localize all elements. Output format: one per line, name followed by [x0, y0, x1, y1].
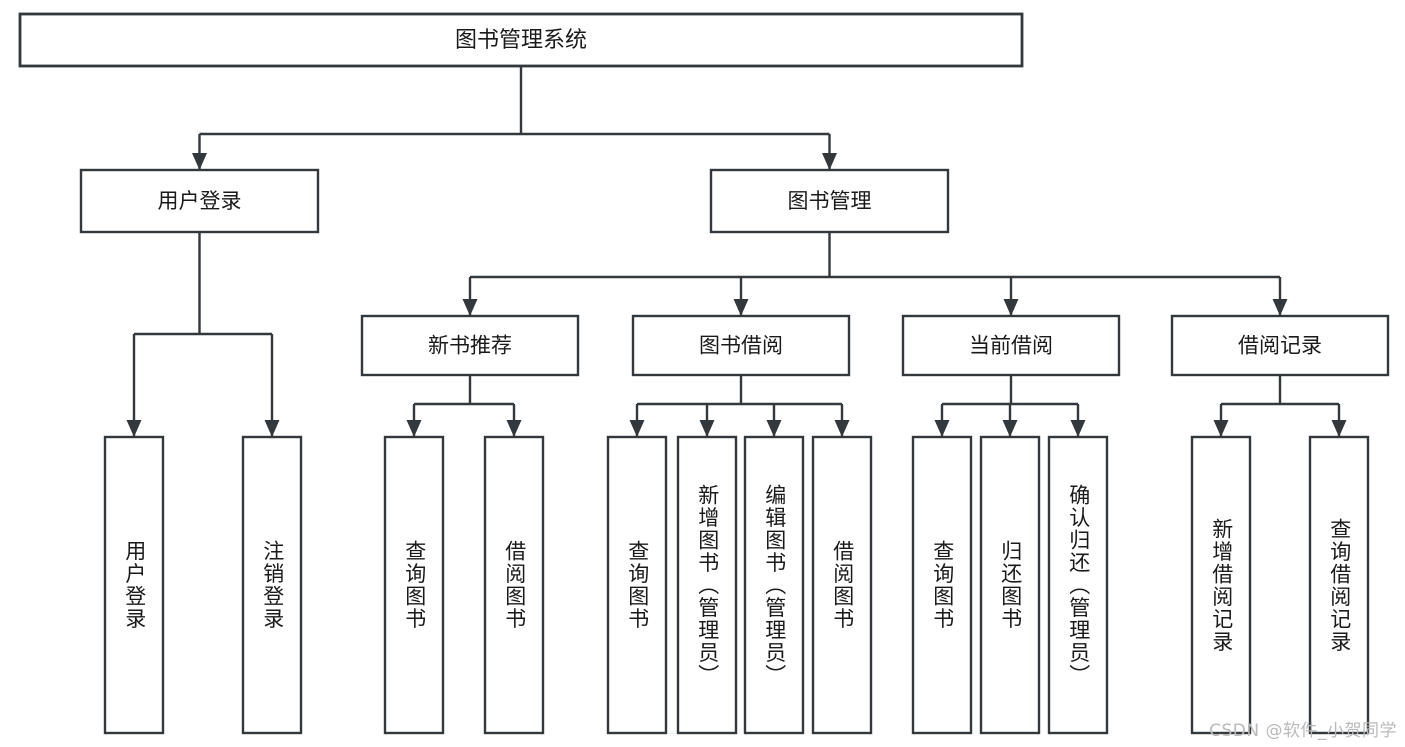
arrow-head-icon — [1213, 420, 1229, 437]
node-box-leaf-query-book-1[interactable] — [383, 435, 445, 735]
watermark: CSDN @软件_小贺同学 — [1209, 721, 1397, 741]
node-box-book-borrow[interactable] — [631, 314, 851, 377]
arrow-head-icon — [766, 420, 782, 437]
node-label-user-login: 用户登录 — [158, 189, 242, 213]
arrow-head-icon — [462, 299, 478, 316]
node-box-leaf-query-record[interactable] — [1308, 435, 1370, 735]
arrow-head-icon — [126, 420, 142, 437]
arrow-head-icon — [1331, 420, 1347, 437]
node-box-leaf-query-book-2[interactable] — [606, 435, 668, 735]
node-box-new-book-rec[interactable] — [360, 314, 580, 377]
node-box-leaf-add-record[interactable] — [1190, 435, 1252, 735]
node-label-book-manage: 图书管理 — [788, 189, 872, 213]
node-box-current-borrow[interactable] — [901, 314, 1121, 377]
arrow-head-icon — [699, 420, 715, 437]
arrow-head-icon — [834, 420, 850, 437]
arrow-head-icon — [934, 420, 950, 437]
node-label-current-borrow: 当前借阅 — [969, 334, 1053, 358]
node-label-book-borrow: 图书借阅 — [699, 334, 783, 358]
node-box-leaf-user-login[interactable] — [103, 435, 165, 735]
node-box-leaf-edit-book[interactable] — [743, 435, 805, 735]
node-box-layer — [18, 12, 1390, 735]
arrow-head-icon — [192, 153, 207, 170]
node-box-user-login[interactable] — [79, 168, 320, 234]
node-box-book-manage[interactable] — [709, 168, 950, 234]
arrow-head-icon — [1003, 299, 1019, 316]
node-box-root[interactable] — [18, 12, 1024, 68]
arrow-head-icon — [506, 420, 522, 437]
arrow-head-icon — [822, 153, 837, 170]
arrow-head-icon — [406, 420, 422, 437]
arrow-head-icon — [733, 299, 749, 316]
node-box-borrow-record[interactable] — [1170, 314, 1390, 377]
node-box-leaf-logout[interactable] — [241, 435, 303, 735]
arrow-head-icon — [264, 420, 280, 437]
node-box-leaf-borrow-book-2[interactable] — [811, 435, 873, 735]
node-box-leaf-confirm-return[interactable] — [1047, 435, 1109, 735]
connector-layer — [126, 66, 1347, 437]
node-box-leaf-return-book[interactable] — [979, 435, 1041, 735]
arrow-head-icon — [629, 420, 645, 437]
node-label-root: 图书管理系统 — [455, 28, 587, 53]
node-box-leaf-query-book-3[interactable] — [911, 435, 973, 735]
node-label-borrow-record: 借阅记录 — [1238, 334, 1322, 358]
arrow-head-icon — [1272, 299, 1288, 316]
arrow-head-icon — [1070, 420, 1086, 437]
node-label-new-book-rec: 新书推荐 — [428, 334, 512, 358]
node-box-leaf-add-book[interactable] — [676, 435, 738, 735]
arrow-head-icon — [1002, 420, 1018, 437]
node-box-leaf-borrow-book-1[interactable] — [483, 435, 545, 735]
